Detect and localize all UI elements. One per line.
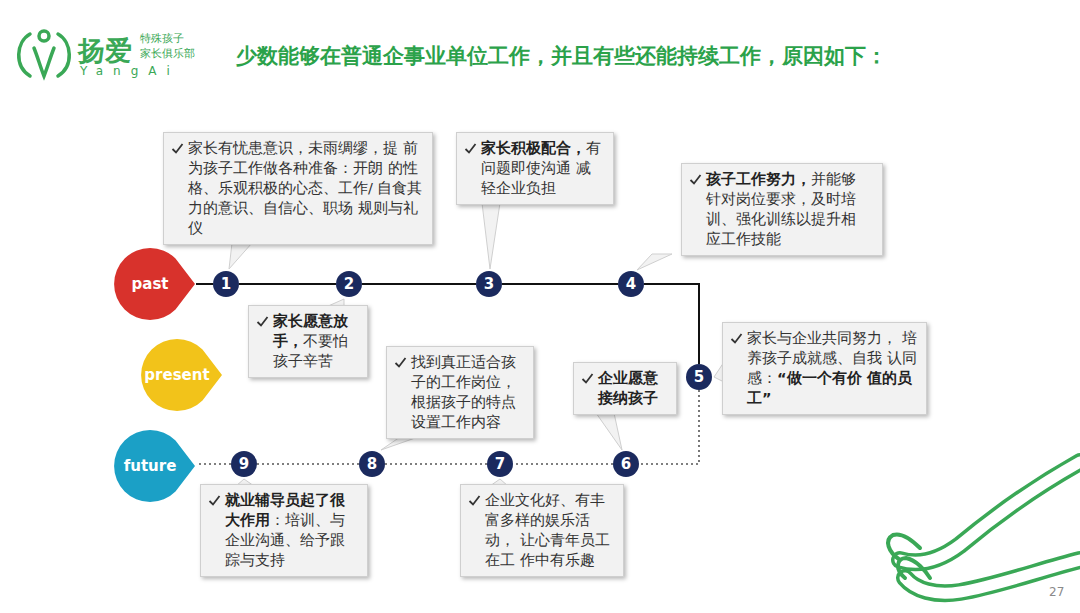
callout-number: 5: [686, 364, 712, 390]
check-mark: [730, 332, 743, 345]
phase-label: past: [132, 275, 169, 293]
check-stroke: [583, 374, 593, 383]
timeline-connector: [502, 283, 618, 285]
check-stroke: [470, 496, 480, 505]
callout-box: 家长愿意放 手，不要怕 孩子辛苦: [248, 305, 368, 378]
callout-number: 7: [487, 451, 513, 477]
callout-number: 1: [213, 271, 239, 297]
number-text: 9: [239, 455, 249, 473]
logo-latin: YangAi: [80, 64, 180, 78]
callout-number: 2: [336, 271, 362, 297]
check-mark: [464, 142, 477, 155]
timeline-connector: [362, 283, 476, 285]
number-text: 4: [626, 275, 636, 293]
phase-fill: [114, 430, 195, 502]
phase-marker: future: [112, 428, 196, 504]
callout-text: 家长有忧患意识，未雨绸缪，提 前为孩子工作做各种准备：开朗 的性格、乐观积极的心…: [188, 138, 424, 238]
timeline-connector: [196, 283, 213, 285]
bold-text: 孩子工作努力，: [706, 171, 811, 187]
body-text: 企业文化好、有丰 富多样的娱乐活动， 让心青年员工在工 作中有乐趣: [485, 492, 610, 568]
title: 少数能够在普通企事业单位工作，并且有些还能持续工作，原因如下：: [236, 42, 887, 70]
callout-text: 企业文化好、有丰 富多样的娱乐活动， 让心青年员工在工 作中有乐趣: [485, 490, 615, 570]
number-text: 3: [484, 275, 494, 293]
number-text: 2: [344, 275, 354, 293]
callout-text: 家长愿意放 手，不要怕 孩子辛苦: [273, 311, 359, 371]
timeline-connector: [644, 284, 699, 364]
callout-box: 企业愿意 接纳孩子: [573, 362, 677, 415]
number-text: 5: [694, 368, 704, 386]
check-stroke: [732, 334, 742, 343]
body-text: 家长有忧患意识，未雨绸缪，提 前为孩子工作做各种准备：开朗 的性格、乐观积极的心…: [188, 140, 423, 236]
bold-text: 企业愿意 接纳孩子: [598, 370, 658, 406]
phase-text: future: [112, 428, 188, 504]
callout-tail: [596, 413, 622, 450]
callout-number: 9: [231, 451, 257, 477]
phase-text: present: [139, 337, 215, 413]
check-mark: [256, 315, 269, 328]
timeline-connector: [385, 463, 487, 465]
timeline-connector: [513, 463, 613, 465]
callout-tail: [229, 243, 252, 269]
check-stroke: [210, 496, 220, 505]
callout-box: 找到真正适合孩 子的工作岗位， 根据孩子的特点 设置工作内容: [386, 346, 534, 439]
body-text: 找到真正适合孩 子的工作岗位， 根据孩子的特点 设置工作内容: [411, 354, 516, 430]
phase-label: present: [144, 366, 209, 384]
timeline-connector: [239, 283, 336, 285]
callout-number: 6: [613, 451, 639, 477]
callout-box: 孩子工作努力，并能够 针对岗位要求，及时培 训、强化训练以提升相 应工作技能: [681, 163, 883, 256]
logo-name: 扬爱: [78, 33, 132, 69]
callout-text: 找到真正适合孩 子的工作岗位， 根据孩子的特点 设置工作内容: [411, 352, 525, 432]
number-text: 1: [221, 275, 231, 293]
phase-label: future: [124, 457, 177, 475]
logo-icon: [19, 31, 70, 76]
check-mark: [171, 142, 184, 155]
callout-text: 孩子工作努力，并能够 针对岗位要求，及时培 训、强化训练以提升相 应工作技能: [706, 169, 874, 249]
callout-box: 就业辅导员起了很 大作用：培训、与 企业沟通、给予跟 踪与支持: [200, 484, 368, 577]
page-number: 27: [1047, 585, 1066, 599]
callout-text: 家长与企业共同努力， 培养孩子成就感、自我 认同感：“做一个有价 值的员工”: [747, 328, 918, 408]
logo-subtitle: 家长俱乐部: [140, 46, 195, 61]
number-text: 6: [621, 455, 631, 473]
logo-subtitle: 特殊孩子: [140, 31, 184, 46]
callout-box: 家长积极配合，有问题即使沟通 减轻企业负担: [456, 132, 614, 205]
check-mark: [208, 494, 221, 507]
check-mark: [468, 494, 481, 507]
number-text: 8: [367, 455, 377, 473]
phase-fill: [114, 248, 195, 320]
timeline-connector: [196, 463, 231, 465]
callout-number: 3: [476, 271, 502, 297]
bold-text: 家长积极配合，: [481, 140, 586, 156]
phase-text: past: [112, 246, 188, 322]
phase-marker: present: [139, 337, 223, 413]
phase-marker: past: [112, 246, 196, 322]
callout-text: 企业愿意 接纳孩子: [598, 368, 668, 408]
number-text: 7: [495, 455, 505, 473]
callout-tail: [637, 254, 672, 270]
callout-tail: [482, 203, 500, 269]
phase-fill: [141, 339, 222, 411]
callout-number: 4: [618, 271, 644, 297]
timeline-connector: [257, 463, 359, 465]
check-mark: [394, 356, 407, 369]
check-mark: [581, 372, 594, 385]
callout-box: 家长与企业共同努力， 培养孩子成就感、自我 认同感：“做一个有价 值的员工”: [722, 322, 927, 415]
check-mark: [689, 173, 702, 186]
callout-box: 企业文化好、有丰 富多样的娱乐活动， 让心青年员工在工 作中有乐趣: [460, 484, 624, 577]
hands-illustration: [888, 462, 1080, 593]
check-stroke: [396, 358, 406, 367]
callout-box: 家长有忧患意识，未雨绸缪，提 前为孩子工作做各种准备：开朗 的性格、乐观积极的心…: [163, 132, 433, 245]
check-stroke: [173, 144, 183, 153]
callout-text: 家长积极配合，有问题即使沟通 减轻企业负担: [481, 138, 605, 198]
check-stroke: [258, 317, 268, 326]
check-stroke: [466, 144, 476, 153]
check-stroke: [691, 175, 701, 184]
callout-text: 就业辅导员起了很 大作用：培训、与 企业沟通、给予跟 踪与支持: [225, 490, 359, 570]
callout-number: 8: [359, 451, 385, 477]
